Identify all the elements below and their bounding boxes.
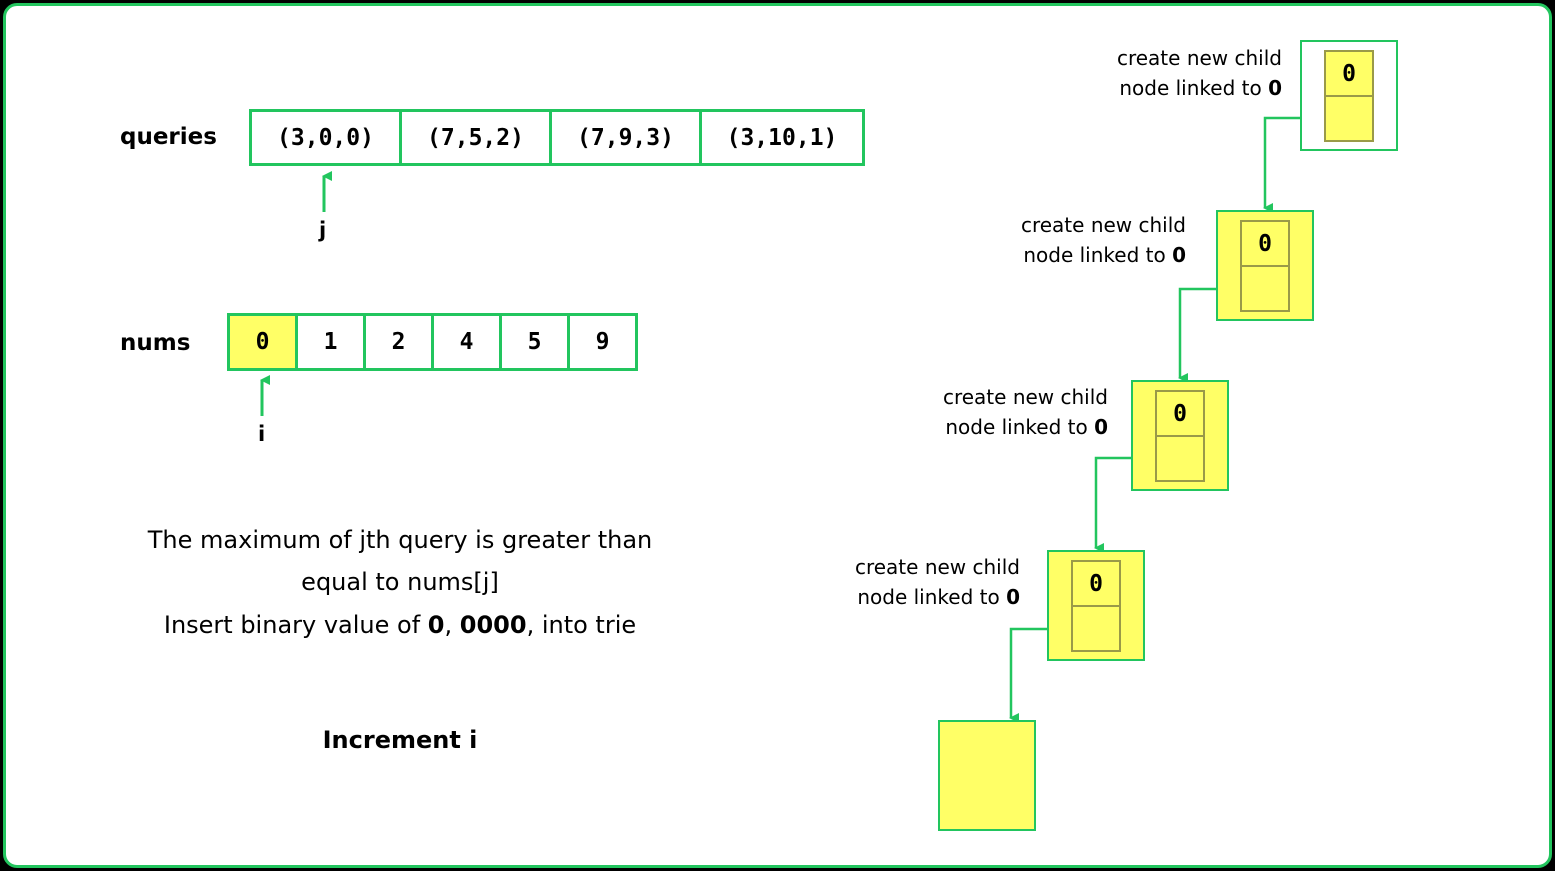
note-bold: 0 (1006, 585, 1020, 609)
note-bold: 0 (1172, 243, 1186, 267)
step-text-label: Increment i (322, 726, 478, 754)
desc-prefix: Insert binary value of (163, 611, 428, 639)
description-line-3: Insert binary value of 0, 0000, into tri… (100, 611, 700, 639)
query-cell: (7,5,2) (402, 112, 552, 163)
nums-label: nums (120, 330, 191, 356)
j-pointer-label: j (319, 218, 327, 242)
nums-cell-highlighted: 0 (230, 316, 298, 368)
query-cell: (3,10,1) (726, 124, 838, 151)
note-line: create new child (1116, 46, 1282, 70)
note-line: node linked to 0 (1042, 73, 1282, 103)
desc-bold-binary: 0000 (459, 611, 527, 639)
note-bold: 0 (1268, 76, 1282, 100)
desc-mid: , (444, 611, 460, 639)
trie-note-4: create new child node linked to 0 (780, 552, 1020, 612)
trie-node-value: 0 (1242, 222, 1288, 267)
trie-node-level-2: 0 (1131, 380, 1229, 491)
trie-leaf-node (938, 720, 1036, 831)
nums-cell: 1 (298, 316, 366, 368)
i-pointer-label: i (258, 422, 266, 446)
trie-note-2: create new child node linked to 0 (946, 210, 1186, 270)
nums-cell: 4 (434, 316, 502, 368)
note-line: create new child (854, 555, 1020, 579)
trie-root-node: 0 (1300, 40, 1398, 151)
trie-node-level-1: 0 (1216, 210, 1314, 321)
note-line: node linked to 0 (946, 240, 1186, 270)
trie-node-child-slot: 0 (1155, 390, 1205, 482)
trie-node-value: 0 (1326, 52, 1372, 97)
note-line: node linked to 0 (780, 582, 1020, 612)
note-line: create new child (942, 385, 1108, 409)
desc-bold-value: 0 (427, 611, 445, 639)
query-cell: (7,9,3) (552, 112, 702, 163)
nums-cell: 2 (366, 316, 434, 368)
nums-cell: 5 (502, 316, 570, 368)
note-bold: 0 (1094, 415, 1108, 439)
trie-node-child-slot: 0 (1240, 220, 1290, 312)
note-text: node linked to (1119, 76, 1269, 100)
nums-array: 0 1 2 4 5 9 (227, 313, 638, 371)
queries-array: (3,0,0) (7,5,2) (7,9,3) (3,10,1) (249, 109, 865, 166)
trie-note-1: create new child node linked to 0 (1042, 43, 1282, 103)
step-text: Increment i (100, 726, 700, 754)
note-line: create new child (1020, 213, 1186, 237)
description-line-2: equal to nums[j] (301, 568, 499, 596)
nums-cell: 9 (595, 329, 610, 355)
note-text: node linked to (1023, 243, 1173, 267)
trie-node-child-slot: 0 (1324, 50, 1374, 142)
description-line-1: The maximum of jth query is greater than (147, 526, 653, 554)
note-text: node linked to (945, 415, 1095, 439)
query-cell: (3,0,0) (252, 112, 402, 163)
queries-label: queries (120, 124, 217, 150)
trie-note-3: create new child node linked to 0 (868, 382, 1108, 442)
note-line: node linked to 0 (868, 412, 1108, 442)
trie-node-child-slot: 0 (1071, 560, 1121, 652)
trie-node-level-3: 0 (1047, 550, 1145, 661)
trie-node-value: 0 (1073, 562, 1119, 607)
desc-suffix: , into trie (526, 611, 637, 639)
note-text: node linked to (857, 585, 1007, 609)
trie-node-value: 0 (1157, 392, 1203, 437)
